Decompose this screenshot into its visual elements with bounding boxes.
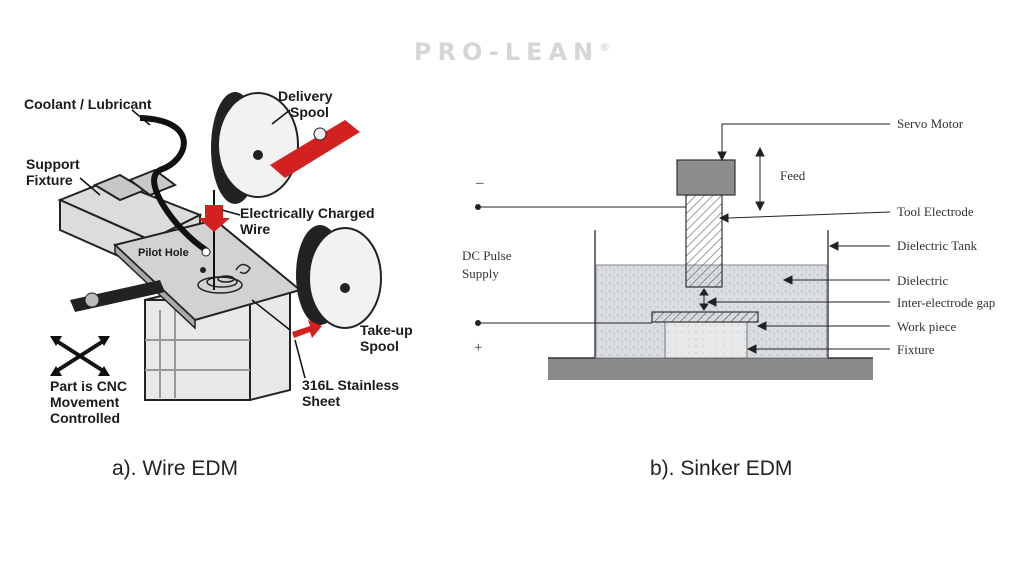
dielectric-tank: [594, 230, 829, 358]
tool-electrode: [685, 194, 723, 288]
label-dielectric: Dielectric: [897, 273, 949, 288]
power-wires: [478, 206, 686, 324]
label-charged-wire-1: Electrically Charged: [240, 205, 375, 221]
takeup-spool: [296, 225, 382, 329]
pilot-hole: [200, 267, 206, 273]
feed-arrow-icon: [755, 146, 765, 212]
label-sheet-2: Sheet: [302, 393, 341, 409]
label-delivery-spool-2: Spool: [290, 104, 329, 120]
work-piece: [651, 311, 759, 323]
label-cnc-3: Controlled: [50, 410, 120, 426]
label-feed: Feed: [780, 168, 806, 183]
machine-table: [548, 358, 873, 380]
label-charged-wire-2: Wire: [240, 221, 271, 237]
label-support-fixture-2: Fixture: [26, 172, 73, 188]
label-minus: –: [476, 175, 484, 191]
cnc-movement-icon: [50, 336, 110, 376]
label-servo-motor: Servo Motor: [897, 116, 964, 131]
label-support-fixture-1: Support: [26, 156, 80, 172]
label-takeup-spool-1: Take-up: [360, 322, 413, 338]
cut-pattern: [197, 263, 251, 294]
fixture-block: [664, 321, 748, 359]
label-tool-electrode: Tool Electrode: [897, 204, 974, 219]
wire-edm-leaders: [79, 109, 306, 379]
label-plus: +: [474, 340, 483, 356]
wire-arrow-icon: [198, 205, 230, 232]
caption-sinker-edm: b). Sinker EDM: [650, 457, 793, 480]
label-delivery-spool-1: Delivery: [278, 88, 333, 104]
gap-indicator: [699, 288, 709, 311]
label-dc-supply-1: DC Pulse: [462, 248, 512, 263]
registered-mark: ®: [599, 41, 611, 54]
label-coolant: Coolant / Lubricant: [24, 96, 152, 112]
left-strap: [70, 280, 165, 312]
label-pilot-hole: Pilot Hole: [138, 247, 189, 259]
delivery-ribbon: [270, 120, 360, 178]
label-fixture: Fixture: [897, 342, 935, 357]
label-cnc-2: Movement: [50, 394, 120, 410]
label-cnc-1: Part is CNC: [50, 378, 128, 394]
label-work-piece: Work piece: [897, 319, 957, 334]
logo-text: PRO-LEAN: [413, 38, 600, 66]
sinker-leaders: [706, 123, 891, 354]
pro-lean-logo: PRO-LEAN®: [0, 38, 1024, 66]
coolant-tube: [139, 115, 208, 253]
label-takeup-spool-2: Spool: [360, 338, 399, 354]
label-dielectric-tank: Dielectric Tank: [897, 238, 978, 253]
servo-block: [676, 159, 736, 196]
takeup-arrow-icon: [292, 320, 322, 338]
label-gap: Inter-electrode gap: [897, 295, 996, 310]
label-dc-supply-2: Supply: [462, 266, 499, 281]
label-sheet-1: 316L Stainless: [302, 377, 400, 393]
caption-wire-edm: a). Wire EDM: [112, 457, 238, 480]
